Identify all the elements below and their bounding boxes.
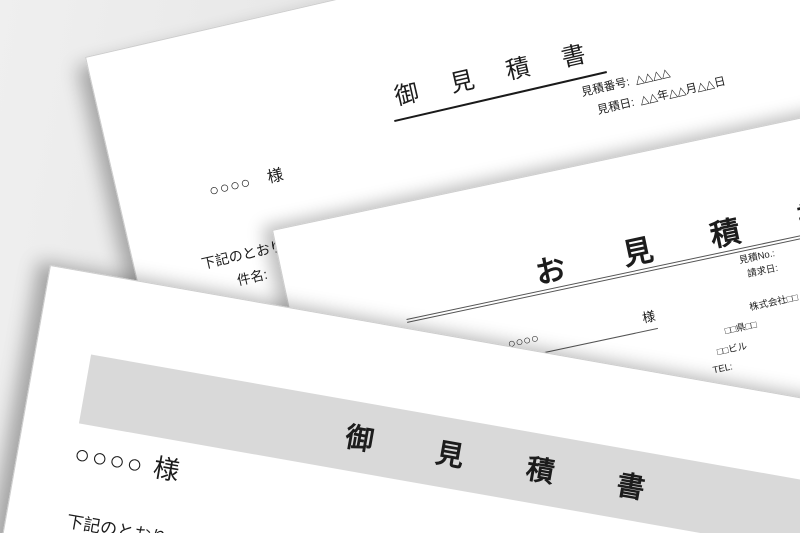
recipient-name: ○○○○ 様 (207, 166, 287, 201)
title-banner: 御 見 積 書 (78, 354, 800, 533)
sender-address-line1: □□県□□ (723, 319, 758, 337)
document-title: 御 見 積 書 (343, 421, 675, 510)
intro-text: 下記のとおり、御 (65, 507, 203, 533)
sender-tel-label: TEL: (711, 361, 734, 377)
recipient-honorific: 様 (640, 308, 657, 326)
sender-company: 株式会社□□ (748, 292, 800, 314)
subject-label: 件名: (235, 266, 269, 289)
sender-address-line2: □□ビル (716, 340, 749, 358)
recipient-name: ○○○○ 様 (72, 438, 184, 487)
